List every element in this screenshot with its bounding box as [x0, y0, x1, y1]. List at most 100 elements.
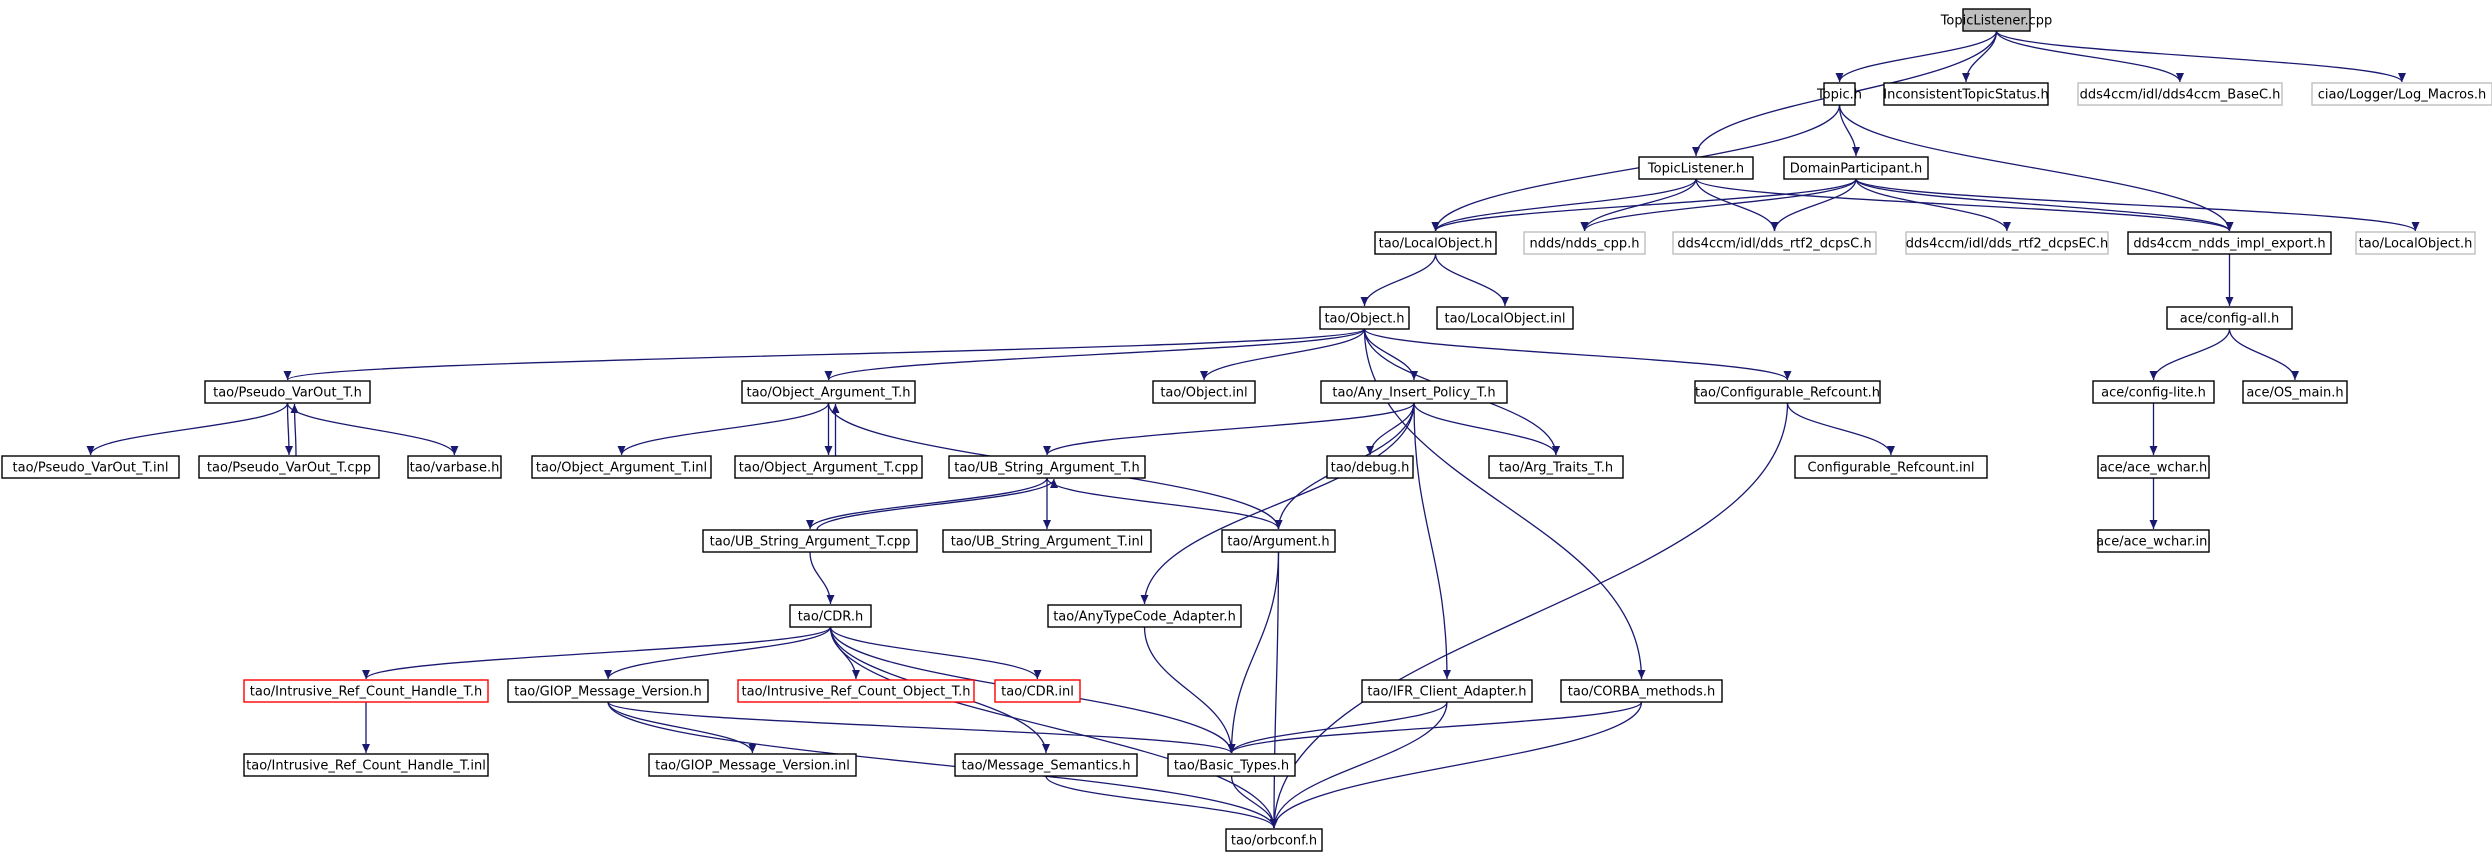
edge-domainparticipant-h-to-ndds-ndds-cpp-h — [1583, 178, 1857, 232]
node-tao-arg-traits-t-h[interactable]: tao/Arg_Traits_T.h — [1488, 455, 1624, 479]
node-tao-anytypecode-adapter-h[interactable]: tao/AnyTypeCode_Adapter.h — [1047, 604, 1242, 628]
edge-arrowhead — [2225, 222, 2234, 231]
node-label: tao/UB_String_Argument_T.inl — [951, 535, 1144, 550]
node-tao-intrusive-ref-count-handle-t-inl[interactable]: tao/Intrusive_Ref_Count_Handle_T.inl — [243, 753, 489, 777]
node-dds4ccm-ndds-impl-export-h[interactable]: dds4ccm_ndds_impl_export.h — [2127, 231, 2332, 255]
node-ace-config-lite-h[interactable]: ace/config-lite.h — [2092, 380, 2215, 404]
edge-arrowhead — [1270, 819, 1278, 828]
node-configurable-refcount-inl[interactable]: Configurable_Refcount.inl — [1794, 455, 1988, 479]
node-box — [734, 455, 923, 479]
node-tao-localobject-inl[interactable]: tao/LocalObject.inl — [1436, 306, 1574, 330]
node-tao-corba-methods-h[interactable]: tao/CORBA_methods.h — [1560, 679, 1723, 703]
edge-arrowhead — [1887, 446, 1895, 455]
node-tao-pseudo-varout-t-cpp[interactable]: tao/Pseudo_VarOut_T.cpp — [198, 455, 380, 479]
edge-arrowhead — [450, 446, 459, 455]
edge-arrowhead — [1033, 670, 1042, 679]
node-tao-ub-string-argument-t-inl[interactable]: tao/UB_String_Argument_T.inl — [942, 529, 1152, 553]
node-topiclistener-h[interactable]: TopicListener.h — [1638, 156, 1754, 180]
node-ciao-logger-log-macros-h[interactable]: ciao/Logger/Log_Macros.h — [2311, 82, 2492, 106]
edge-arrowhead — [1552, 446, 1560, 455]
node-label: DomainParticipant.h — [1790, 162, 1922, 177]
node-domainparticipant-h[interactable]: DomainParticipant.h — [1783, 156, 1929, 180]
node-tao-orbconf-h[interactable]: tao/orbconf.h — [1225, 828, 1323, 852]
node-label: ace/ace_wchar.h — [2100, 461, 2208, 476]
node-tao-configurable-refcount-h[interactable]: tao/Configurable_Refcount.h — [1694, 380, 1881, 404]
edge-tao-cdr-h-to-tao-cdr-inl — [829, 626, 1039, 680]
edge-arrowhead — [285, 446, 293, 455]
edge-domainparticipant-h-to-tao-localobject-h — [1434, 178, 1857, 232]
edge-tao-ifr-client-adapter-h-to-tao-basic-types-h — [1230, 701, 1448, 754]
edge-arrowhead — [806, 520, 814, 529]
node-label: tao/Any_Insert_Policy_T.h — [1332, 386, 1495, 401]
node-label: tao/Arg_Traits_T.h — [1499, 461, 1613, 476]
node-topic-h[interactable]: Topic.h — [1816, 82, 1862, 106]
node-label: tao/Object_Argument_T.inl — [536, 461, 707, 476]
node-tao-object-argument-t-h[interactable]: tao/Object_Argument_T.h — [741, 380, 916, 404]
node-tao-object-argument-t-inl[interactable]: tao/Object_Argument_T.inl — [531, 455, 712, 479]
edge-tao-ifr-client-adapter-h-to-tao-orbconf-h — [1273, 701, 1448, 829]
node-box — [1523, 231, 1646, 255]
edge-arrowhead — [290, 404, 299, 413]
node-dds4ccm-idl-dds4ccm-basec-h[interactable]: dds4ccm/idl/dds4ccm_BaseC.h — [2077, 82, 2283, 106]
node-tao-message-semantics-h[interactable]: tao/Message_Semantics.h — [954, 753, 1138, 777]
node-dds4ccm-idl-dds-rtf2-dcpsec-h[interactable]: dds4ccm/idl/dds_rtf2_dcpsEC.h — [1905, 231, 2109, 255]
node-ace-os-main-h[interactable]: ace/OS_main.h — [2242, 380, 2348, 404]
node-ndds-ndds-cpp-h[interactable]: ndds/ndds_cpp.h — [1523, 231, 1646, 255]
edge-tao-cdr-h-to-tao-orbconf-h — [829, 626, 1275, 829]
node-tao-intrusive-ref-count-handle-t-h[interactable]: tao/Intrusive_Ref_Count_Handle_T.h — [243, 679, 489, 703]
node-box — [1, 455, 180, 479]
node-tao-debug-h[interactable]: tao/debug.h — [1326, 455, 1414, 479]
node-label: tao/Basic_Types.h — [1174, 759, 1289, 774]
node-tao-basic-types-h[interactable]: tao/Basic_Types.h — [1167, 753, 1296, 777]
node-label: TopicListener.cpp — [1940, 14, 2053, 29]
node-tao-cdr-h[interactable]: tao/CDR.h — [789, 604, 872, 628]
edge-arrowhead — [1140, 595, 1149, 604]
node-tao-object-inl[interactable]: tao/Object.inl — [1152, 380, 1256, 404]
edge-arrowhead — [362, 744, 370, 753]
node-label: ace/OS_main.h — [2246, 386, 2343, 401]
edge-tao-object-h-to-tao-configurable-refcount-h — [1363, 328, 1789, 381]
node-label: tao/UB_String_Argument_T.h — [954, 461, 1139, 476]
node-tao-ifr-client-adapter-h[interactable]: tao/IFR_Client_Adapter.h — [1361, 679, 1533, 703]
node-tao-localobject-h[interactable]: tao/LocalObject.h — [2355, 231, 2476, 255]
node-tao-pseudo-varout-t-h[interactable]: tao/Pseudo_VarOut_T.h — [204, 380, 371, 404]
node-inconsistenttopicstatus-h[interactable]: InconsistentTopicStatus.h — [1883, 82, 2049, 106]
node-box — [737, 679, 975, 703]
node-label: tao/Message_Semantics.h — [962, 759, 1131, 774]
node-tao-intrusive-ref-count-object-t-h[interactable]: tao/Intrusive_Ref_Count_Object_T.h — [737, 679, 975, 703]
node-tao-any-insert-policy-t-h[interactable]: tao/Any_Insert_Policy_T.h — [1320, 380, 1508, 404]
node-tao-giop-message-version-h[interactable]: tao/GIOP_Message_Version.h — [507, 679, 709, 703]
node-tao-object-argument-t-cpp[interactable]: tao/Object_Argument_T.cpp — [734, 455, 923, 479]
node-tao-localobject-h[interactable]: tao/LocalObject.h — [1374, 231, 1497, 255]
node-ace-config-all-h[interactable]: ace/config-all.h — [2166, 306, 2293, 330]
node-ace-ace-wchar-inl[interactable]: ace/ace_wchar.inl — [2096, 529, 2211, 553]
edge-arrowhead — [2291, 371, 2299, 380]
node-tao-cdr-inl[interactable]: tao/CDR.inl — [994, 679, 1081, 703]
node-box — [1152, 380, 1256, 404]
edge-arrowhead — [824, 371, 833, 380]
edge-ace-config-all-h-to-ace-config-lite-h — [2152, 328, 2231, 381]
node-label: tao/GIOP_Message_Version.inl — [655, 759, 850, 774]
node-tao-ub-string-argument-t-h[interactable]: tao/UB_String_Argument_T.h — [948, 455, 1146, 479]
node-label: tao/Argument.h — [1227, 535, 1329, 550]
node-tao-varbase-h[interactable]: tao/varbase.h — [407, 455, 502, 479]
node-box — [1783, 156, 1929, 180]
node-ace-ace-wchar-h[interactable]: ace/ace_wchar.h — [2097, 455, 2210, 479]
node-label: tao/AnyTypeCode_Adapter.h — [1053, 610, 1236, 625]
node-topiclistener-cpp[interactable]: TopicListener.cpp — [1940, 8, 2053, 32]
node-tao-ub-string-argument-t-cpp[interactable]: tao/UB_String_Argument_T.cpp — [702, 529, 918, 553]
edge-arrowhead — [1366, 446, 1374, 455]
node-tao-object-h[interactable]: tao/Object.h — [1319, 306, 1410, 330]
node-tao-giop-message-version-inl[interactable]: tao/GIOP_Message_Version.inl — [648, 753, 857, 777]
node-box — [2077, 82, 2283, 106]
node-label: tao/UB_String_Argument_T.cpp — [710, 535, 911, 550]
node-tao-argument-h[interactable]: tao/Argument.h — [1221, 529, 1336, 553]
node-label: tao/varbase.h — [410, 461, 500, 476]
node-dds4ccm-idl-dds-rtf2-dcpsc-h[interactable]: dds4ccm/idl/dds_rtf2_dcpsC.h — [1672, 231, 1877, 255]
node-tao-pseudo-varout-t-inl[interactable]: tao/Pseudo_VarOut_T.inl — [1, 455, 180, 479]
edge-arrowhead — [1852, 147, 1860, 156]
edge-tao-object-h-to-tao-object-inl — [1203, 328, 1366, 381]
edge-tao-ub-string-argument-t-h-to-tao-ub-string-argument-t-cpp — [809, 477, 1048, 530]
edge-arrowhead — [86, 446, 95, 455]
